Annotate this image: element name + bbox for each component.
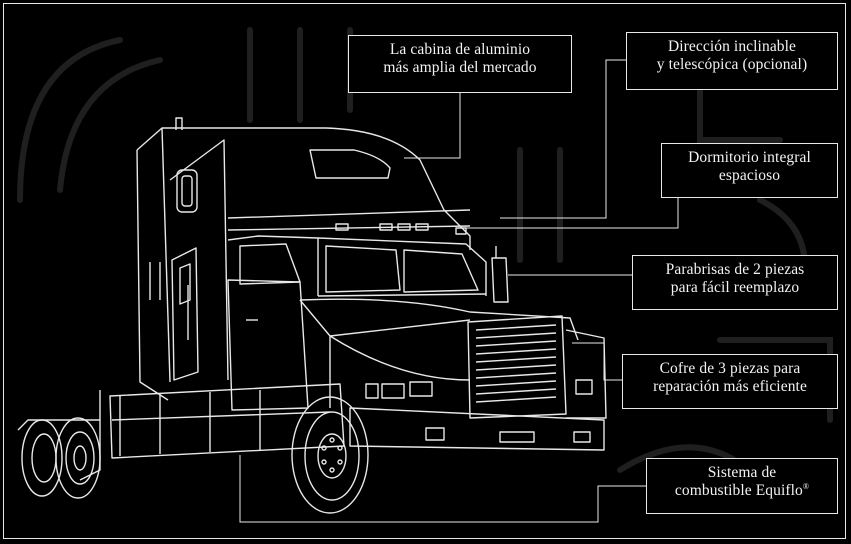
callout-fuel: Sistema de combustible Equiflo® (646, 458, 838, 514)
callout-windshield: Parabrisas de 2 piezas para fácil reempl… (632, 255, 838, 310)
leader-cabin (404, 93, 461, 159)
callout-steering: Dirección inclinable y telescópica (opci… (626, 32, 838, 90)
truck-outline (17, 117, 607, 514)
leader-fuel (239, 455, 646, 523)
leader-sleeper (466, 173, 679, 229)
callout-steering-line1: Dirección inclinable (667, 38, 797, 55)
leader-lines (239, 59, 679, 523)
callout-cabin-line1: La cabina de aluminio (389, 41, 531, 58)
leader-hood (572, 342, 622, 381)
callout-fuel-line2-wrap: combustible Equiflo® (655, 482, 829, 500)
registered-mark: ® (802, 481, 810, 491)
callout-cabin-line2: más amplia del mercado (383, 59, 537, 76)
callout-sleeper-line1: Dormitorio integral (688, 149, 811, 166)
callout-sleeper: Dormitorio integral espacioso (661, 143, 838, 198)
callout-windshield-line1: Parabrisas de 2 piezas (665, 261, 805, 278)
callout-windshield-line2: para fácil reemplazo (670, 279, 800, 296)
callout-steering-line2: y telescópica (opcional) (656, 56, 808, 73)
callout-hood-line2: reparación más eficiente (653, 378, 807, 395)
diagram-frame (3, 3, 846, 539)
callout-cabin: La cabina de aluminio más amplia del mer… (348, 35, 572, 93)
callout-hood-line1: Cofre de 3 piezas para (659, 360, 801, 377)
callout-fuel-line1: Sistema de (707, 464, 777, 481)
callout-hood: Cofre de 3 piezas para reparación más ef… (622, 354, 838, 409)
callout-fuel-line2: combustible Equiflo (674, 482, 803, 499)
leader-steering (500, 59, 626, 219)
callout-sleeper-line2: espacioso (718, 167, 781, 184)
